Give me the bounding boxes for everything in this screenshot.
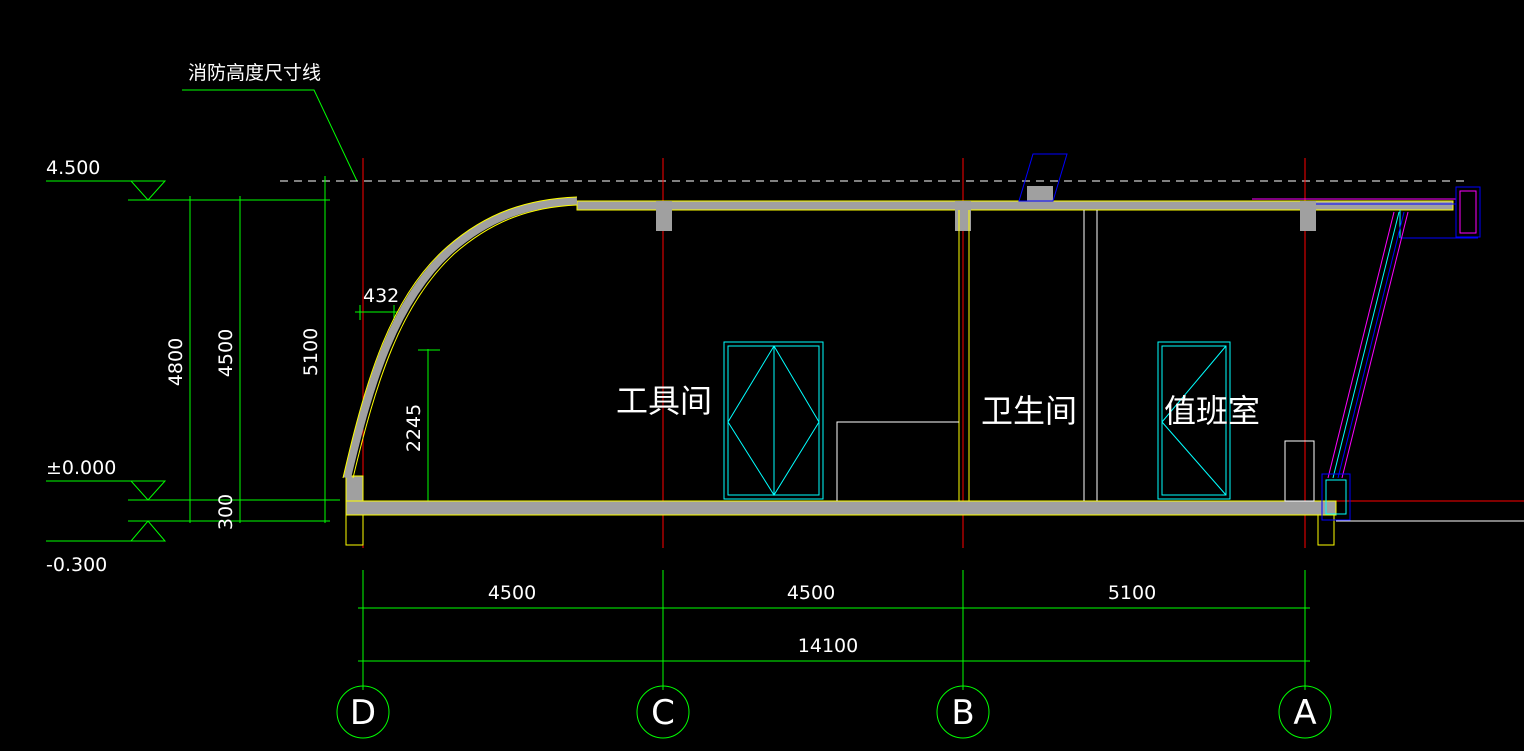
- dim-432-text: 432: [363, 285, 399, 307]
- curved-wall-inner: [352, 204, 578, 479]
- vdim-2245-text: 2245: [403, 404, 425, 452]
- level-markers: [46, 180, 340, 542]
- axis-label-d: D: [350, 693, 376, 733]
- curved-wall-fill: [343, 197, 578, 479]
- cabinet-outline: [1284, 440, 1315, 502]
- hdim-4500-dc: 4500: [488, 582, 536, 604]
- vdim-4500-text: 4500: [215, 329, 237, 377]
- building-section: [342, 153, 1524, 546]
- axis-bubble-a: [1278, 685, 1332, 739]
- level-ground-triangle: [129, 480, 167, 501]
- axis-bubble-c: [636, 685, 690, 739]
- door-duty-room: [1157, 341, 1231, 500]
- roof-beam-c: [656, 201, 672, 231]
- door-tool-room: [723, 341, 824, 500]
- hdim-5100-ba: 5100: [1108, 582, 1156, 604]
- level-bottom-value: -0.300: [46, 554, 107, 576]
- footing-left: [345, 514, 364, 546]
- level-top-triangle: [129, 180, 167, 201]
- vdim-4800-text: 4800: [165, 338, 187, 386]
- hdim-14100-total: 14100: [798, 635, 858, 657]
- hdim-4500-cb: 4500: [787, 582, 835, 604]
- footing-right: [1317, 514, 1335, 546]
- wall-base-left: [345, 475, 364, 502]
- room-label-toilet: 卫生间: [981, 392, 1077, 430]
- room-label-duty: 值班室: [1164, 392, 1260, 430]
- axis-label-c: C: [651, 693, 675, 733]
- vdim-5100-text: 5100: [300, 328, 322, 376]
- roof-vent-frame: [1018, 153, 1068, 202]
- fire-height-leader: [182, 89, 358, 182]
- level-top-value: 4.500: [46, 157, 100, 179]
- fire-height-label: 消防高度尺寸线: [188, 62, 321, 84]
- axis-bubbles: [336, 685, 1332, 739]
- room-label-tool: 工具间: [616, 382, 712, 420]
- horizontal-dimensions: [358, 570, 1310, 690]
- vertical-dimensions: [189, 176, 440, 523]
- roof-slab: [576, 200, 1454, 211]
- axis-bubble-b: [936, 685, 990, 739]
- roof-vent-block: [1027, 186, 1053, 201]
- fire-height-annotation: 消防高度尺寸线: [182, 62, 358, 182]
- axis-label-b: B: [951, 693, 974, 733]
- axis-label-a: A: [1293, 693, 1316, 733]
- glass-canopy: [1252, 186, 1524, 522]
- counter-outline: [836, 421, 959, 501]
- axis-bubble-d: [336, 685, 390, 739]
- roof-beam-a: [1300, 201, 1316, 231]
- curved-wall-outer: [342, 196, 578, 479]
- vdim-300-text: 300: [215, 494, 237, 530]
- floor-slab: [345, 500, 1337, 516]
- level-ground-value: ±0.000: [46, 457, 116, 479]
